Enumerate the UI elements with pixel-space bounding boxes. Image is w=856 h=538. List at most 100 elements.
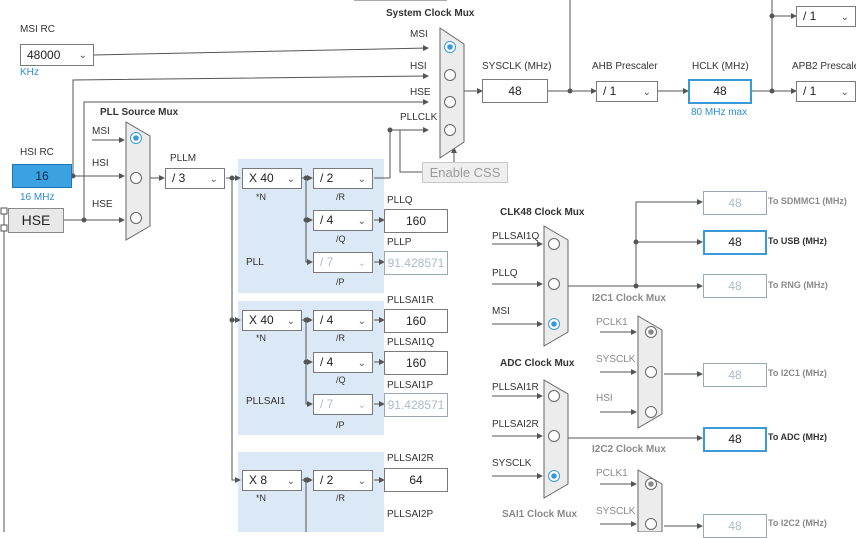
chevron-down-icon: ⌄	[642, 87, 651, 98]
ahb-prescaler-label: AHB Prescaler	[592, 61, 658, 72]
pllsai1-n-label: *N	[256, 333, 267, 343]
pllsai1q-output: 160	[384, 351, 448, 375]
chevron-down-icon: ⌄	[357, 258, 366, 269]
pllsai1-q-label: /Q	[336, 375, 346, 385]
usb-output-label: To USB (MHz)	[768, 236, 827, 246]
adc-output-label: To ADC (MHz)	[768, 432, 827, 442]
pll-p-value: / 7	[320, 255, 334, 269]
pllm-select[interactable]: / 3 ⌄	[165, 168, 225, 189]
pllsai1-p-label: /P	[336, 420, 345, 430]
pllsai1q-label: PLLSAI1Q	[387, 337, 435, 348]
enable-css-button[interactable]: Enable CSS	[422, 162, 508, 183]
apb2-prescaler-select[interactable]: / 1 ⌄	[796, 81, 856, 102]
pllsai2-n-value: X 8	[249, 473, 268, 487]
pllsai1-p-value: / 7	[320, 397, 334, 411]
i2c2-input-sysclk: SYSCLK	[596, 506, 636, 517]
clk48-input-msi: MSI	[492, 306, 510, 317]
chevron-down-icon: ⌄	[78, 50, 87, 61]
pll-r-value: / 2	[320, 171, 334, 185]
top-right-divider-value: / 1	[803, 9, 817, 23]
chevron-down-icon: ⌄	[286, 476, 295, 487]
adc-input-pllsai1r: PLLSAI1R	[492, 382, 539, 393]
chevron-down-icon: ⌄	[357, 174, 366, 185]
pll-name: PLL	[246, 257, 264, 268]
hclk-label: HCLK (MHz)	[692, 61, 749, 72]
chevron-down-icon: ⌄	[357, 358, 366, 369]
pllsai1p-output: 91.428571	[384, 393, 448, 417]
chevron-down-icon: ⌄	[840, 87, 849, 98]
sysclk-label: SYSCLK (MHz)	[482, 61, 552, 72]
hse-button[interactable]: HSE	[8, 208, 64, 233]
pllsai1-r-value: / 4	[320, 313, 334, 327]
pll-q-select[interactable]: / 4 ⌄	[313, 210, 373, 231]
sysmux-input-msi: MSI	[410, 29, 428, 40]
pllsai1-r-label: /R	[336, 333, 345, 343]
sdmmc-output-label: To SDMMC1 (MHz)	[768, 196, 847, 206]
pllsai2-r-select[interactable]: / 2 ⌄	[313, 470, 373, 491]
pllq-output: 160	[384, 209, 448, 233]
adc-mux-title: ADC Clock Mux	[500, 358, 575, 369]
pllsai1r-output: 160	[384, 309, 448, 333]
i2c2-output-label: To I2C2 (MHz)	[768, 518, 827, 528]
i2c2-output: 48	[703, 514, 767, 538]
pllsai1p-label: PLLSAI1P	[387, 380, 434, 391]
msi-rc-value: 48000	[27, 48, 61, 62]
pllsai2-n-select[interactable]: X 8 ⌄	[242, 470, 302, 491]
hsi-rc-value[interactable]: 16	[12, 164, 72, 188]
chevron-down-icon: ⌄	[286, 316, 295, 327]
chevron-down-icon: ⌄	[357, 216, 366, 227]
sai1-mux-title: SAI1 Clock Mux	[502, 509, 578, 520]
adc-input-sysclk: SYSCLK	[492, 458, 532, 469]
usb-output: 48	[703, 230, 767, 255]
hclk-input[interactable]: 48	[688, 79, 752, 104]
pllsai2-r-value: / 2	[320, 473, 334, 487]
pll-source-mux-title: PLL Source Mux	[100, 107, 179, 118]
pll-q-value: / 4	[320, 213, 334, 227]
i2c1-input-hsi: HSI	[596, 393, 613, 404]
pllsai1r-label: PLLSAI1R	[387, 295, 434, 306]
msi-rc-select[interactable]: 48000 ⌄	[20, 44, 94, 66]
pllmux-input-hse: HSE	[92, 199, 113, 210]
sysmux-input-pllclk: PLLCLK	[400, 112, 438, 123]
top-right-divider-select[interactable]: / 1 ⌄	[796, 6, 856, 27]
pllmux-input-msi: MSI	[92, 126, 110, 137]
pll-p-select[interactable]: / 7 ⌄	[313, 252, 373, 273]
sysmux-input-hsi: HSI	[410, 61, 427, 72]
rng-output-label: To RNG (MHz)	[768, 280, 828, 290]
pll-q-label: /Q	[336, 234, 346, 244]
pllp-label: PLLP	[387, 237, 412, 248]
pll-r-select[interactable]: / 2 ⌄	[313, 168, 373, 189]
pll-r-label: /R	[336, 192, 345, 202]
i2c1-input-pclk1: PCLK1	[596, 317, 628, 328]
i2c2-mux-title: I2C2 Clock Mux	[592, 444, 666, 455]
pllsai1-n-value: X 40	[249, 313, 274, 327]
pllsai1-q-select[interactable]: / 4 ⌄	[313, 352, 373, 373]
pllm-value: / 3	[172, 171, 186, 185]
pllsai1-p-select[interactable]: / 7 ⌄	[313, 394, 373, 415]
i2c1-output: 48	[703, 363, 767, 387]
chevron-down-icon: ⌄	[357, 400, 366, 411]
i2c1-output-label: To I2C1 (MHz)	[768, 368, 827, 378]
apb2-prescaler-value: / 1	[803, 84, 817, 98]
pllsai2r-output: 64	[384, 468, 448, 492]
apb2-prescaler-label: APB2 Prescale	[792, 61, 856, 72]
ahb-prescaler-select[interactable]: / 1 ⌄	[596, 81, 658, 102]
clk48-input-pllq: PLLQ	[492, 268, 518, 279]
clk48-mux-title: CLK48 Clock Mux	[500, 207, 585, 218]
pllsai1-r-select[interactable]: / 4 ⌄	[313, 310, 373, 331]
sysclk-value: 48	[482, 79, 548, 103]
pllsai2r-label: PLLSAI2R	[387, 453, 434, 464]
pll-n-select[interactable]: X 40 ⌄	[242, 168, 302, 189]
pllsai1-q-value: / 4	[320, 355, 334, 369]
msi-rc-unit: KHz	[20, 67, 39, 78]
adc-output: 48	[703, 427, 767, 452]
pllq-label: PLLQ	[387, 195, 413, 206]
pllm-label: PLLM	[170, 153, 197, 164]
chevron-down-icon: ⌄	[209, 174, 218, 185]
hsi-rc-freq: 16 MHz	[20, 192, 55, 203]
hclk-max: 80 MHz max	[691, 107, 748, 118]
pllsai1-n-select[interactable]: X 40 ⌄	[242, 310, 302, 331]
system-clock-mux-title: System Clock Mux	[386, 8, 475, 19]
i2c1-input-sysclk: SYSCLK	[596, 354, 636, 365]
